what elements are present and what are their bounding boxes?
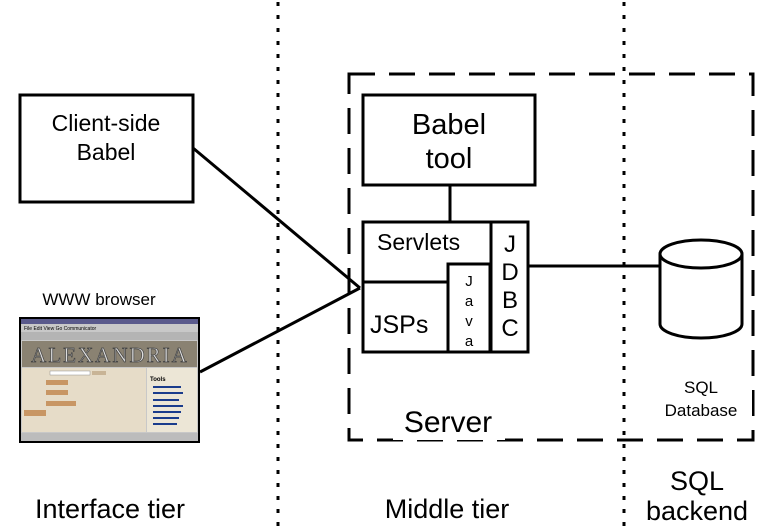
browser-search-field: [49, 370, 91, 376]
www-browser-label: WWW browser: [42, 290, 156, 309]
client-side-babel-label-2: Babel: [77, 139, 136, 165]
browser-statusbar: [21, 433, 198, 441]
tier-label-interface: Interface tier: [35, 494, 185, 524]
browser-tool-link: [153, 405, 183, 407]
browser-tools-heading: Tools: [150, 377, 166, 383]
sql-database-label-1: SQL: [684, 378, 718, 397]
servlets-label: Servlets: [377, 229, 460, 255]
jdbc-box: [489, 220, 530, 354]
browser-toolbar: [21, 332, 198, 340]
jsps-label: JSPs: [370, 311, 428, 339]
browser-button: [92, 371, 106, 375]
sql-database-label-2: Database: [665, 401, 738, 420]
browser-button: [46, 401, 76, 406]
database-label-background: [650, 378, 752, 424]
browser-tool-link: [153, 392, 183, 394]
browser-tool-link: [153, 386, 181, 388]
java-letter: a: [465, 293, 474, 310]
java-letter: J: [465, 273, 473, 290]
browser-button: [46, 390, 68, 395]
babel-tool-label-2: tool: [426, 143, 473, 175]
browser-tool-link: [153, 411, 181, 413]
browser-window-thumbnail: File Edit View Go Communicator ALEXANDRI…: [19, 317, 200, 443]
jdbc-letter: B: [502, 287, 518, 314]
browser-left-panel: [22, 368, 146, 432]
browser-menu-bar: File Edit View Go Communicator: [24, 326, 96, 332]
server-region: [347, 72, 755, 442]
browser-titlebar: [21, 319, 198, 324]
browser-tool-link: [153, 423, 177, 425]
jdbc-letter: J: [504, 231, 516, 258]
browser-tool-link: [153, 399, 179, 401]
database-cylinder-body: [658, 254, 744, 340]
server-label-background: [393, 398, 505, 440]
jdbc-letter: D: [501, 259, 518, 286]
connector-client-to-server: [192, 146, 361, 290]
browser-button: [24, 410, 46, 416]
java-letter: v: [465, 313, 473, 330]
tier-label-sql-backend-2: backend: [646, 496, 748, 526]
client-side-babel-label-1: Client-side: [52, 110, 161, 136]
jdbc-letter: C: [501, 315, 518, 342]
browser-tool-links: [153, 386, 183, 425]
browser-button: [46, 380, 68, 385]
browser-banner-text: ALEXANDRIA: [31, 343, 189, 367]
browser-banner: [22, 341, 197, 367]
browser-tool-link: [153, 417, 179, 419]
client-side-babel-box: [18, 93, 195, 204]
database-cylinder-top: [658, 238, 744, 270]
tier-label-middle: Middle tier: [385, 494, 510, 524]
tier-label-sql-backend-1: SQL: [670, 466, 724, 496]
babel-tool-label-1: Babel: [412, 109, 486, 141]
sql-database-icon: [658, 238, 744, 340]
babel-tool-box: [361, 93, 537, 187]
server-label: Server: [404, 406, 492, 439]
connector-browser-to-server: [199, 286, 361, 374]
java-letter: a: [465, 333, 474, 350]
